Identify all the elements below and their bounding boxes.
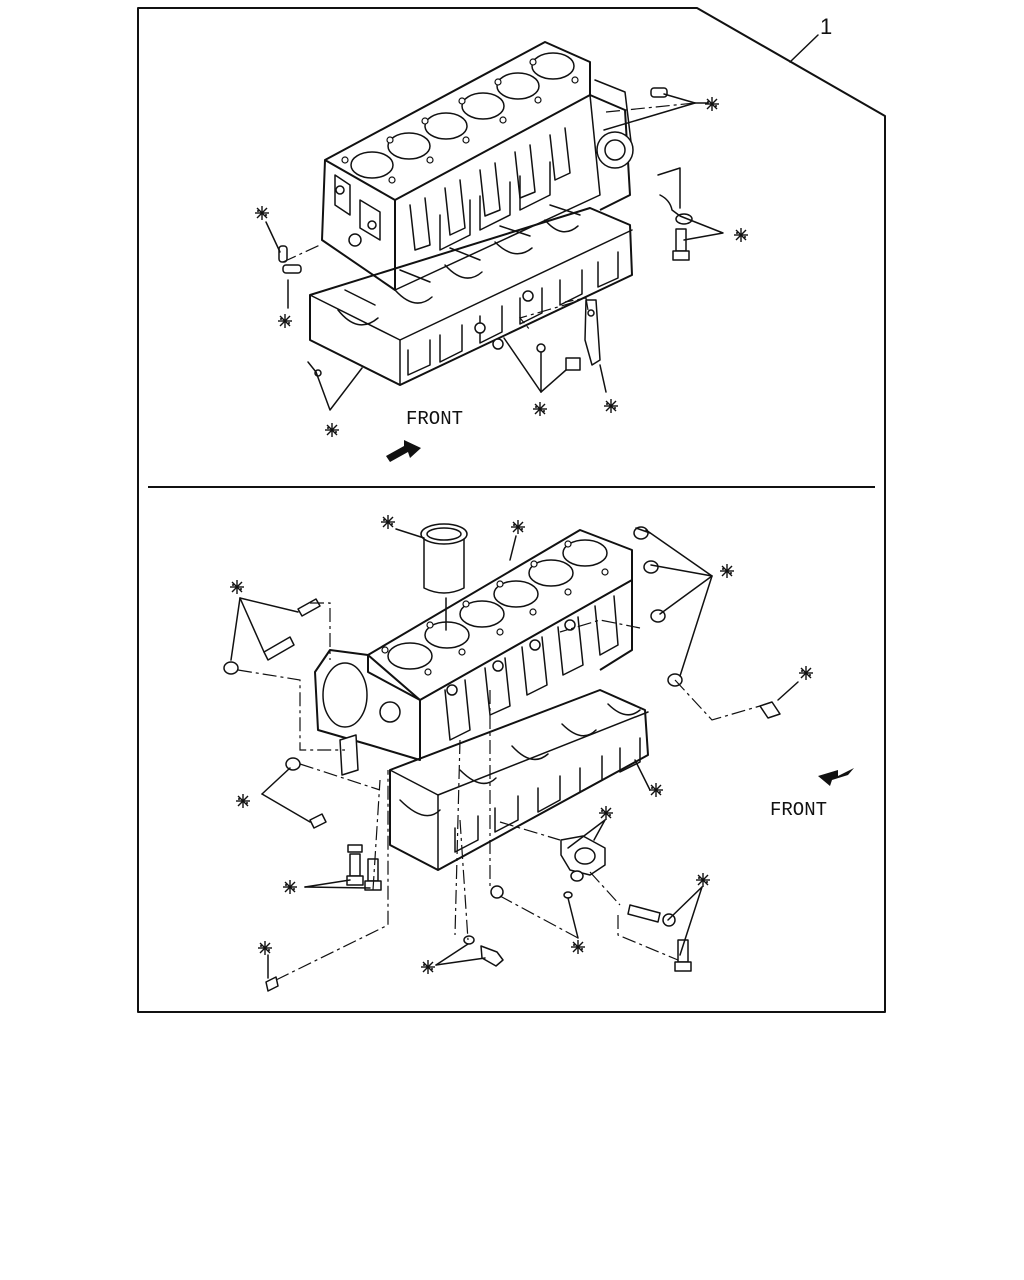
marker-7 bbox=[603, 398, 619, 414]
marker-20 bbox=[420, 959, 436, 975]
marker-17 bbox=[695, 872, 711, 888]
marker-2 bbox=[733, 227, 749, 243]
cylinder-liner bbox=[420, 523, 468, 594]
marker-1 bbox=[704, 96, 720, 112]
lower-crankcase bbox=[389, 689, 649, 871]
marker-11 bbox=[229, 579, 245, 595]
marker-14 bbox=[235, 793, 251, 809]
upper-cylinder-block bbox=[321, 41, 634, 291]
marker-8 bbox=[380, 514, 396, 530]
marker-3 bbox=[254, 205, 270, 221]
marker-12 bbox=[798, 665, 814, 681]
marker-18 bbox=[570, 939, 586, 955]
diagram-frame bbox=[137, 7, 886, 1013]
lower-cylinder-block bbox=[314, 529, 633, 761]
marker-13 bbox=[648, 782, 664, 798]
upper-front-label: FRONT bbox=[406, 408, 463, 430]
marker-10 bbox=[719, 563, 735, 579]
upper-parts bbox=[278, 87, 696, 377]
callout-number: 1 bbox=[820, 14, 832, 39]
marker-9 bbox=[510, 519, 526, 535]
marker-5 bbox=[324, 422, 340, 438]
lower-front-label: FRONT bbox=[770, 799, 827, 821]
lower-cylinder-bores bbox=[387, 539, 608, 670]
upper-crankcase bbox=[309, 204, 633, 386]
marker-4 bbox=[277, 313, 293, 329]
marker-16 bbox=[282, 879, 298, 895]
marker-6 bbox=[532, 401, 548, 417]
upper-cylinder-bores bbox=[350, 52, 575, 179]
upper-leader-lines bbox=[265, 102, 724, 411]
callout-leader bbox=[789, 34, 819, 63]
lower-leader-lines bbox=[230, 527, 799, 981]
upper-front-arrow-icon bbox=[386, 440, 421, 462]
lower-front-arrow-icon bbox=[818, 768, 854, 786]
marker-19 bbox=[257, 940, 273, 956]
marker-15 bbox=[598, 805, 614, 821]
